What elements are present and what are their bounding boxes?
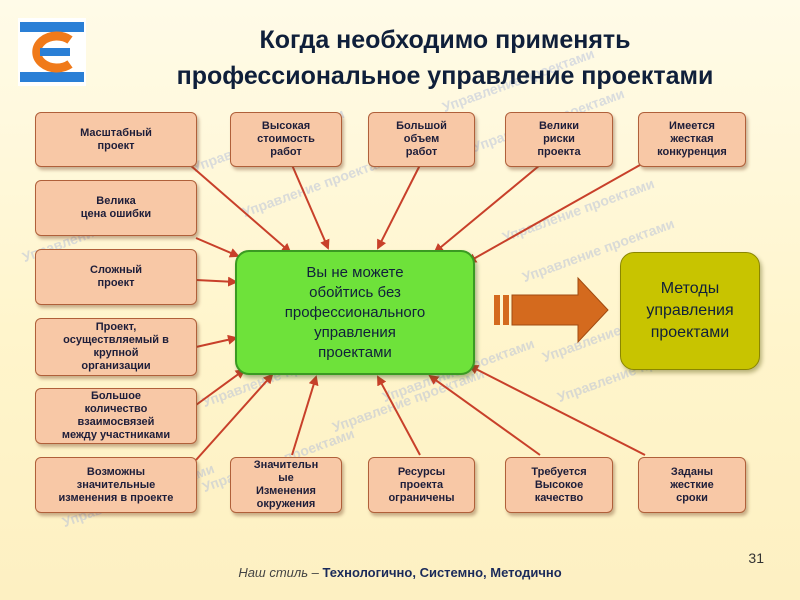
box-high-cost: Высокая стоимость работ (230, 112, 342, 167)
arrow-large-org (195, 334, 238, 348)
box-environment-changes: Значительн ые Изменения окружения (230, 457, 342, 513)
arrow-high-quality (428, 374, 541, 456)
box-large-scale-project: Масштабный проект (35, 112, 197, 167)
footer-slogan-bold: Технологично, Системно, Методично (322, 565, 562, 580)
arrow-competition (466, 164, 641, 263)
result-box: Методы управления проектами (620, 252, 760, 370)
box-strict-deadlines: Заданы жесткие сроки (638, 457, 746, 513)
footer-slogan: Наш стиль – Технологично, Системно, Мето… (0, 565, 800, 580)
big-arrow-icon (494, 276, 609, 344)
box-large-volume: Большой объем работ (368, 112, 475, 167)
arrow-relations (195, 368, 246, 406)
box-high-quality: Требуется Высокое качество (505, 457, 613, 513)
box-limited-resources: Ресурсы проекта ограничены (368, 457, 475, 513)
arrow-limited-resources (377, 375, 421, 456)
slide-title: Когда необходимо применять профессиональ… (100, 22, 790, 94)
arrow-error-cost (195, 237, 240, 258)
arrow-complex (195, 276, 238, 287)
arrow-strict-deadlines (468, 365, 646, 456)
arrow-changes-project (195, 373, 274, 461)
arrow-high-risks (433, 164, 541, 254)
company-logo (18, 18, 86, 86)
footer-prefix: Наш стиль – (238, 565, 323, 580)
title-line-2: профессиональное управление проектами (176, 62, 714, 90)
central-statement: Вы не можете обойтись без профессиональн… (235, 250, 475, 375)
arrow-large-volume (377, 164, 421, 250)
box-competition: Имеется жесткая конкуренция (638, 112, 746, 167)
box-error-cost: Велика цена ошибки (35, 180, 197, 236)
arrow-high-cost (291, 164, 330, 250)
arrow-changes-env (291, 375, 319, 456)
title-line-1: Когда необходимо применять (259, 26, 631, 54)
box-many-relations: Большое количество взаимосвязей между уч… (35, 388, 197, 444)
box-complex-project: Сложный проект (35, 249, 197, 305)
box-large-organization: Проект, осуществляемый в крупной организ… (35, 318, 197, 376)
box-high-risks: Велики риски проекта (505, 112, 613, 167)
arrow-large-scale (189, 164, 292, 254)
box-project-changes: Возможны значительные изменения в проект… (35, 457, 197, 513)
page-number: 31 (748, 550, 764, 566)
